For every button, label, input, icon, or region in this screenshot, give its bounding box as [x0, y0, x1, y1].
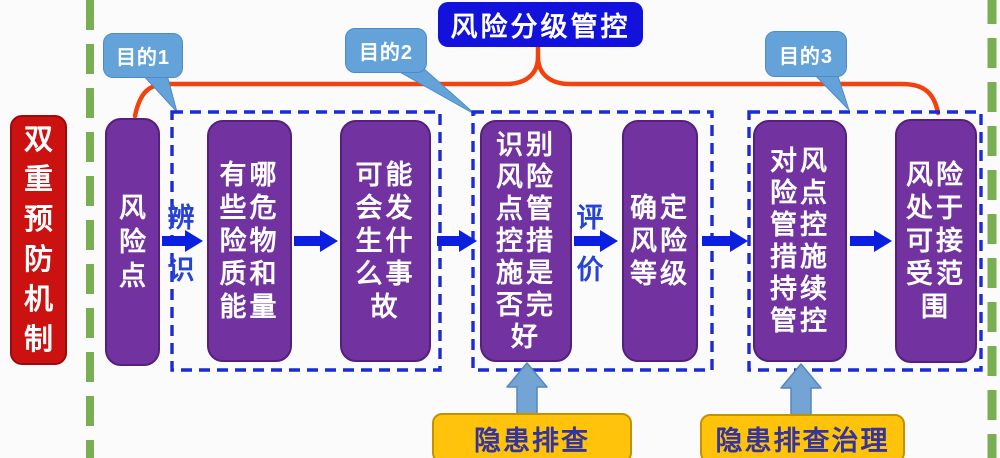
dual-prevention-label: 双 重 预 防 机 制	[10, 115, 67, 365]
goal-3-label: 目的3	[778, 45, 834, 68]
edge-label-identify: 辨 识	[167, 203, 195, 285]
flow-arrow-5	[702, 230, 748, 252]
flow-box-risk-point-text: 风 险 点	[119, 193, 146, 291]
hazard-check-treatment-box: 隐患排查治理	[700, 414, 905, 458]
hazard-check-box: 隐患排查	[432, 413, 632, 458]
flow-box-measures-intact-text: 识别 风险 点管 控措 施是 否完 好	[496, 130, 556, 352]
dual-prevention-label-text: 双 重 预 防 机 制	[23, 124, 53, 356]
goal-1-callout: 目的1	[103, 33, 183, 78]
edge-label-evaluate: 评 价	[576, 203, 604, 285]
goal-3-callout: 目的3	[765, 31, 847, 77]
flow-box-risk-level-text: 确定 风险 等级	[630, 192, 690, 289]
flow-box-continuous-control-text: 对风 险点 管控 措施 持续 管控	[770, 146, 830, 336]
control-group-outline	[747, 110, 983, 372]
flow-box-possible-accidents-text: 可能 会发 生什 么事 故	[355, 159, 416, 322]
risk-grading-title-box: 风险分级管控	[438, 2, 643, 47]
flow-box-hazard-substances-text: 有哪 些危 险物 质和 能量	[219, 159, 280, 322]
flow-box-continuous-control: 对风 险点 管控 措施 持续 管控	[753, 120, 847, 362]
risk-grading-title-text: 风险分级管控	[450, 12, 631, 42]
flow-arrows	[162, 230, 892, 252]
flow-arrow-2	[294, 230, 338, 252]
flow-box-measures-intact: 识别 风险 点管 控措 施是 否完 好	[480, 120, 572, 362]
flow-arrow-4	[574, 230, 618, 252]
flow-arrow-3	[437, 230, 477, 252]
goal-1-label: 目的1	[115, 47, 171, 69]
flow-box-acceptable-range: 风险 处于 可接 受范 围	[895, 119, 977, 363]
hazard-check-label: 隐患排查	[474, 425, 590, 456]
goal-2-callout-tail	[396, 66, 477, 116]
flow-arrow-6	[850, 230, 892, 252]
flow-box-hazard-substances: 有哪 些危 险物 质和 能量	[207, 120, 292, 362]
goal-2-callout: 目的2	[345, 28, 427, 73]
hazard-up-arrow-2	[780, 363, 822, 419]
flow-box-possible-accidents: 可能 会发 生什 么事 故	[340, 120, 431, 362]
flow-arrow-1	[162, 230, 203, 252]
flow-box-risk-level: 确定 风险 等级	[622, 120, 698, 362]
goal-2-label: 目的2	[358, 42, 414, 64]
flow-box-acceptable-range-text: 风险 处于 可接 受范 围	[906, 159, 966, 322]
brace-connector-line	[132, 44, 941, 119]
flow-box-risk-point: 风 险 点	[105, 118, 160, 366]
hazard-check-treatment-label: 隐患排查治理	[715, 426, 890, 456]
